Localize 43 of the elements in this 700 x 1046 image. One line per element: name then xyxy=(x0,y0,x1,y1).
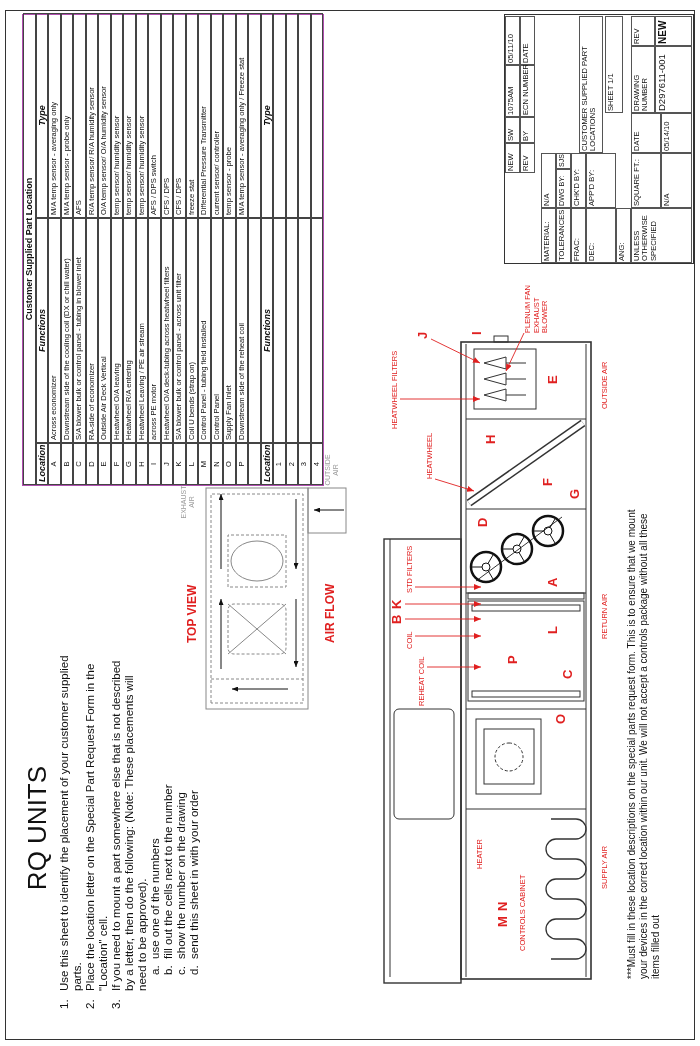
callout-letter: N xyxy=(496,901,511,911)
callout-letter: I xyxy=(470,331,485,335)
view-title: AIR FLOW xyxy=(324,583,338,643)
instruction-text: fill out the cells next to the number xyxy=(162,783,175,959)
title-block-field: NEW xyxy=(655,16,692,46)
callout-letter: M xyxy=(496,916,511,927)
callout-letter: C xyxy=(561,669,576,679)
callout-letter: A xyxy=(546,577,561,587)
instruction-text: Place the location letter on the Special Part Request Form in the "Location" cell. xyxy=(84,662,110,991)
column-header: Location xyxy=(35,443,48,485)
column-header: Type xyxy=(260,13,273,218)
column-header: Location xyxy=(260,443,273,485)
part-label: J xyxy=(416,331,431,339)
callout-letter: H xyxy=(484,434,499,444)
page-title: RQ UNITS xyxy=(22,764,52,893)
list-number: b. xyxy=(162,964,175,975)
column-header: Type xyxy=(35,13,48,218)
instruction-text: show the number on the drawing xyxy=(175,791,188,959)
list-number: 2. xyxy=(84,998,97,1009)
instruction-text: Use this sheet to identify the placement of your customer supplied parts. xyxy=(58,654,84,991)
part-label: B xyxy=(390,614,405,624)
callout-letter: E xyxy=(546,375,561,384)
list-number: 3. xyxy=(110,998,123,1009)
title-block-field: D297611-001 xyxy=(655,46,692,113)
view-title: TOP VIEW xyxy=(186,584,200,643)
callout-letter: L xyxy=(546,626,561,634)
column-header: Functions xyxy=(35,218,48,443)
instruction-text: use one of the numbers xyxy=(149,837,162,959)
note-text: ***Must fill in these location descriptions on the special parts request form. This is to ensure that we mount your devices in the correct location within our unit. We will not accept a controls package without all these items filled out xyxy=(626,509,662,979)
callout-letter: P xyxy=(506,655,521,664)
table-title: Customer Supplied Part Location xyxy=(23,13,36,485)
callout-letter: D xyxy=(476,517,491,527)
callout-letter: F xyxy=(541,478,556,486)
column-header: Functions xyxy=(260,218,273,443)
part-label: K xyxy=(390,599,405,609)
list-number: c. xyxy=(175,965,188,975)
list-number: a. xyxy=(149,964,162,975)
callout-letter: O xyxy=(554,713,569,724)
instruction-text: send this sheet in with your order xyxy=(188,789,201,959)
instruction-text: If you need to mount a part somewhere else that is not described by a letter, then do the following: (Note: These placements will need to be approved). xyxy=(110,659,149,991)
list-number: d. xyxy=(188,964,201,975)
callout-letter: G xyxy=(568,488,583,499)
list-number: 1. xyxy=(58,998,71,1009)
